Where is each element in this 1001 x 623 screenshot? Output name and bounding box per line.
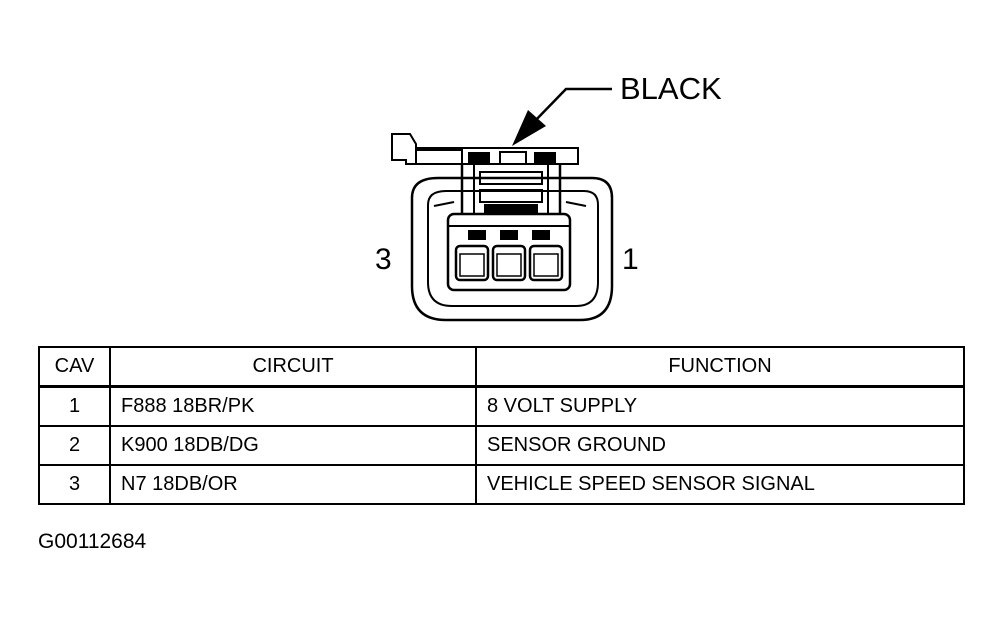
connector-diagram: BLACK 3 1 bbox=[375, 71, 722, 322]
locking-latch bbox=[391, 133, 463, 165]
cavity-3 bbox=[454, 244, 490, 282]
connector-color-label: BLACK bbox=[620, 71, 722, 106]
header-function: FUNCTION bbox=[475, 346, 965, 388]
leader-arrowhead bbox=[512, 110, 546, 146]
connector-housing-outer bbox=[410, 176, 614, 322]
rail-slot bbox=[534, 152, 556, 164]
table-row: 2 K900 18DB/DG SENSOR GROUND bbox=[38, 425, 965, 466]
cav-cell: 3 bbox=[38, 464, 111, 505]
figure-id: G00112684 bbox=[38, 530, 147, 553]
pin-label-left: 3 bbox=[375, 243, 392, 276]
connector-housing-inner bbox=[427, 190, 599, 307]
cavity-1 bbox=[528, 244, 564, 282]
color-leader-line bbox=[531, 87, 612, 125]
function-cell: SENSOR GROUND bbox=[475, 425, 965, 466]
cav-cell: 1 bbox=[38, 385, 111, 427]
terminal-block bbox=[446, 212, 572, 292]
pin-table: CAV CIRCUIT FUNCTION 1 F888 18BR/PK 8 VO… bbox=[38, 346, 965, 505]
header-circuit: CIRCUIT bbox=[109, 346, 477, 388]
table-header-row: CAV CIRCUIT FUNCTION bbox=[38, 346, 965, 388]
function-cell: VEHICLE SPEED SENSOR SIGNAL bbox=[475, 464, 965, 505]
cav-cell: 2 bbox=[38, 425, 111, 466]
cavity-2 bbox=[491, 244, 527, 282]
pin-label-right: 1 bbox=[622, 243, 639, 276]
table-row: 3 N7 18DB/OR VEHICLE SPEED SENSOR SIGNAL bbox=[38, 464, 965, 505]
header-cav: CAV bbox=[38, 346, 111, 388]
connector-top-rail bbox=[415, 147, 579, 165]
rail-slot bbox=[499, 151, 527, 165]
lock-ramp bbox=[479, 189, 543, 203]
lock-ramp-fill bbox=[484, 204, 538, 214]
lock-ramp bbox=[479, 171, 543, 185]
table-row: 1 F888 18BR/PK 8 VOLT SUPPLY bbox=[38, 385, 965, 427]
circuit-cell: K900 18DB/DG bbox=[109, 425, 477, 466]
circuit-cell: N7 18DB/OR bbox=[109, 464, 477, 505]
rail-slot bbox=[468, 152, 490, 164]
circuit-cell: F888 18BR/PK bbox=[109, 385, 477, 427]
function-cell: 8 VOLT SUPPLY bbox=[475, 385, 965, 427]
